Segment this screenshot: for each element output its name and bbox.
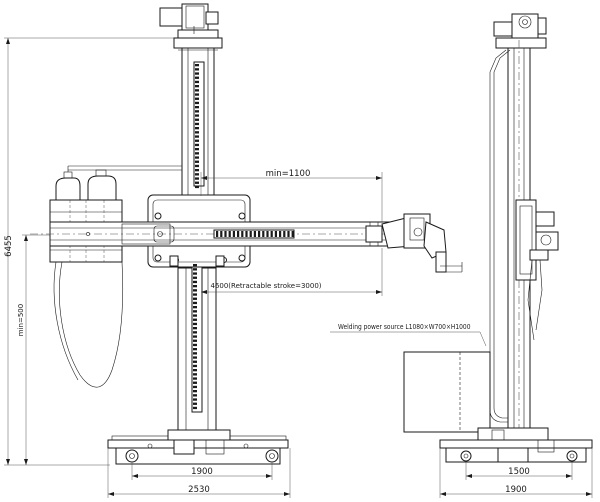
- rack-tooth: [193, 356, 197, 359]
- rack-tooth: [195, 156, 199, 159]
- rack-tooth: [195, 164, 199, 168]
- rack-tooth: [220, 231, 223, 237]
- rack-tooth: [245, 231, 248, 237]
- rack-tooth: [195, 148, 199, 151]
- rack-tooth: [193, 301, 197, 305]
- rack-tooth: [195, 72, 199, 75]
- rack-tooth: [193, 352, 197, 355]
- rack-tooth: [195, 93, 199, 96]
- front-view: [4, 3, 463, 498]
- rack-tooth: [216, 231, 219, 237]
- rack-tooth: [193, 276, 197, 279]
- rack-tooth: [193, 322, 197, 326]
- rack-tooth: [193, 318, 197, 321]
- rack-tooth: [193, 293, 197, 296]
- rack-tooth: [224, 231, 227, 237]
- rack-tooth: [195, 181, 199, 184]
- min-height-label: min=500: [17, 304, 25, 336]
- rack-tooth: [195, 97, 199, 100]
- rack-tooth: [195, 101, 199, 105]
- rack-tooth: [270, 231, 273, 237]
- rack-tooth: [195, 118, 199, 121]
- rack-tooth: [258, 231, 261, 237]
- rack-tooth: [274, 231, 277, 237]
- rack-tooth: [195, 85, 199, 88]
- rack-tooth: [195, 76, 199, 79]
- rack-tooth: [195, 152, 199, 155]
- rack-tooth: [193, 406, 197, 410]
- overall-height-label: 6455: [4, 235, 14, 257]
- rack-tooth: [195, 114, 199, 117]
- base-outer-left-label: 2530: [188, 485, 210, 495]
- rack-tooth: [241, 231, 244, 237]
- rack-tooth: [193, 285, 197, 288]
- rack-tooth: [193, 360, 197, 363]
- min-reach-label: min=1100: [266, 169, 311, 179]
- rack-tooth: [193, 390, 197, 393]
- rack-tooth: [232, 231, 235, 237]
- rack-tooth: [193, 280, 197, 284]
- rack-tooth: [266, 231, 269, 237]
- rack-tooth: [193, 373, 197, 376]
- rack-tooth: [193, 272, 197, 275]
- rack-tooth: [193, 327, 197, 330]
- rack-tooth: [195, 143, 199, 147]
- rack-tooth: [193, 306, 197, 309]
- rack-tooth: [195, 131, 199, 134]
- stroke-label: 4600(Retractable stroke=3000): [210, 282, 321, 290]
- rack-tooth: [195, 185, 199, 189]
- rack-tooth: [193, 343, 197, 347]
- rack-tooth: [193, 385, 197, 389]
- rack-tooth: [193, 364, 197, 368]
- rack-tooth: [237, 231, 240, 237]
- rack-tooth: [262, 231, 265, 237]
- rack-tooth: [195, 106, 199, 109]
- rack-tooth: [195, 127, 199, 130]
- rack-tooth: [291, 231, 294, 237]
- rack-tooth: [193, 394, 197, 397]
- rack-tooth: [195, 160, 199, 163]
- rack-tooth: [193, 348, 197, 351]
- base-inner-left-label: 1900: [191, 467, 213, 477]
- rack-tooth: [193, 268, 197, 271]
- rack-tooth: [195, 64, 199, 67]
- base-inner-right-label: 1500: [508, 467, 530, 477]
- rack-tooth: [228, 231, 231, 237]
- rack-tooth: [195, 135, 199, 138]
- rack-tooth: [195, 169, 199, 172]
- rack-tooth: [287, 231, 290, 237]
- rack-tooth: [253, 231, 256, 237]
- rack-tooth: [195, 173, 199, 176]
- rack-tooth: [193, 381, 197, 384]
- power-source-label: Welding power source L1080×W700×H1000: [338, 323, 471, 331]
- rack-tooth: [193, 339, 197, 342]
- boom-rack-teeth: [216, 231, 294, 237]
- rack-tooth: [195, 89, 199, 92]
- rack-tooth: [195, 80, 199, 84]
- rack-tooth: [193, 398, 197, 401]
- rack-tooth: [193, 314, 197, 317]
- rack-tooth: [195, 68, 199, 71]
- rack-tooth: [195, 177, 199, 180]
- rack-tooth: [193, 331, 197, 334]
- base-outer-right-label: 1900: [505, 485, 527, 495]
- rack-teeth: [193, 264, 197, 410]
- rack-tooth: [193, 402, 197, 405]
- rack-tooth: [193, 310, 197, 313]
- rack-tooth: [193, 369, 197, 372]
- rack-tooth: [193, 297, 197, 300]
- rack-tooth: [249, 231, 252, 237]
- rack-tooth: [193, 264, 197, 267]
- rack-teeth: [195, 64, 199, 189]
- rack-tooth: [195, 122, 199, 126]
- rack-tooth: [195, 110, 199, 113]
- rack-tooth: [279, 231, 282, 237]
- rack-tooth: [193, 377, 197, 380]
- rack-tooth: [193, 289, 197, 292]
- rack-tooth: [283, 231, 286, 237]
- rack-tooth: [193, 335, 197, 338]
- rack-tooth: [195, 139, 199, 142]
- side-view: [330, 13, 593, 498]
